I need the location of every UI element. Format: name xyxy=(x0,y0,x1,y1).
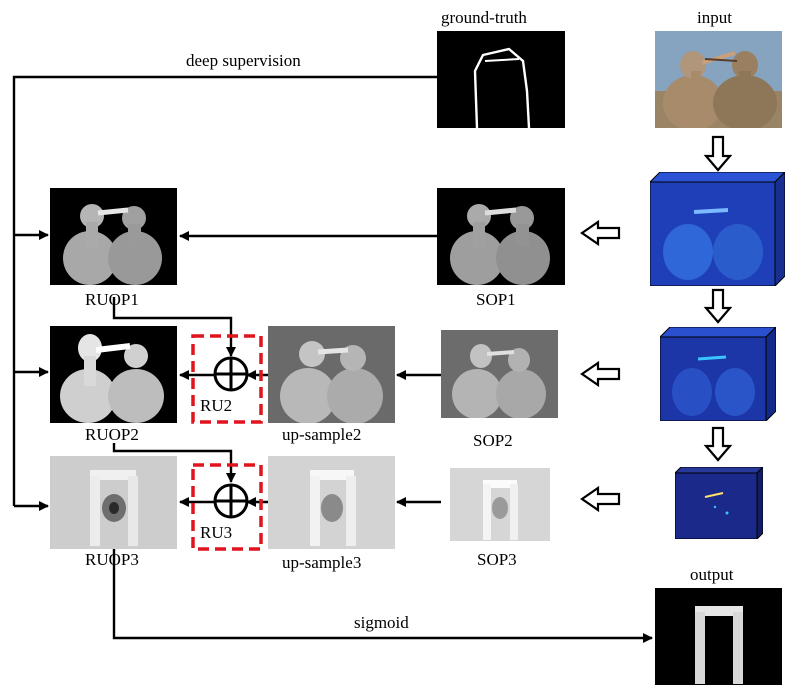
hollow-down-arrow-2 xyxy=(703,288,733,324)
sigmoid-label: sigmoid xyxy=(354,613,409,632)
sop1-image xyxy=(437,188,565,285)
input-photo xyxy=(655,31,782,128)
ruop1-label: RUOP1 xyxy=(85,290,139,309)
output-label: output xyxy=(690,565,734,584)
ru3-dashed-box xyxy=(191,463,263,551)
hollow-down-arrow-1 xyxy=(703,135,733,172)
sop3-label: SOP3 xyxy=(477,550,517,569)
upsample2-image xyxy=(268,326,395,423)
ruop2-label: RUOP2 xyxy=(85,425,139,444)
input-label: input xyxy=(697,8,732,27)
ruop3-image xyxy=(50,456,177,549)
hollow-down-arrow-3 xyxy=(703,426,733,462)
ruop2-image xyxy=(50,326,177,423)
ruop3-label: RUOP3 xyxy=(85,550,139,569)
hollow-left-arrow-1 xyxy=(580,219,621,247)
deep-supervision-label: deep supervision xyxy=(186,51,301,70)
ground-truth-label: ground-truth xyxy=(441,8,527,27)
sop2-label: SOP2 xyxy=(473,431,513,450)
upsample2-label: up-sample2 xyxy=(282,425,362,444)
hollow-left-arrow-2 xyxy=(580,360,621,388)
output-image xyxy=(655,588,782,685)
sop2-image xyxy=(441,330,558,418)
ruop1-image xyxy=(50,188,177,285)
ru2-sum-icon xyxy=(213,356,249,392)
upsample3-image xyxy=(268,456,395,549)
ground-truth-image xyxy=(437,31,565,128)
encoder-feature-block-2 xyxy=(658,325,778,423)
upsample3-label: up-sample3 xyxy=(282,553,362,572)
sigmoid-arrow xyxy=(112,548,653,643)
ru2-label: RU2 xyxy=(200,396,233,415)
ru3-label: RU3 xyxy=(200,523,233,542)
sop3-image xyxy=(450,468,550,541)
encoder-feature-block-3 xyxy=(673,465,765,541)
encoder-feature-block-1 xyxy=(648,170,787,288)
ru3-sum-icon xyxy=(213,483,249,519)
sop1-label: SOP1 xyxy=(476,290,516,309)
hollow-left-arrow-3 xyxy=(580,485,621,513)
ru2-dashed-box xyxy=(191,334,263,424)
deep-supervision-path xyxy=(12,75,437,511)
